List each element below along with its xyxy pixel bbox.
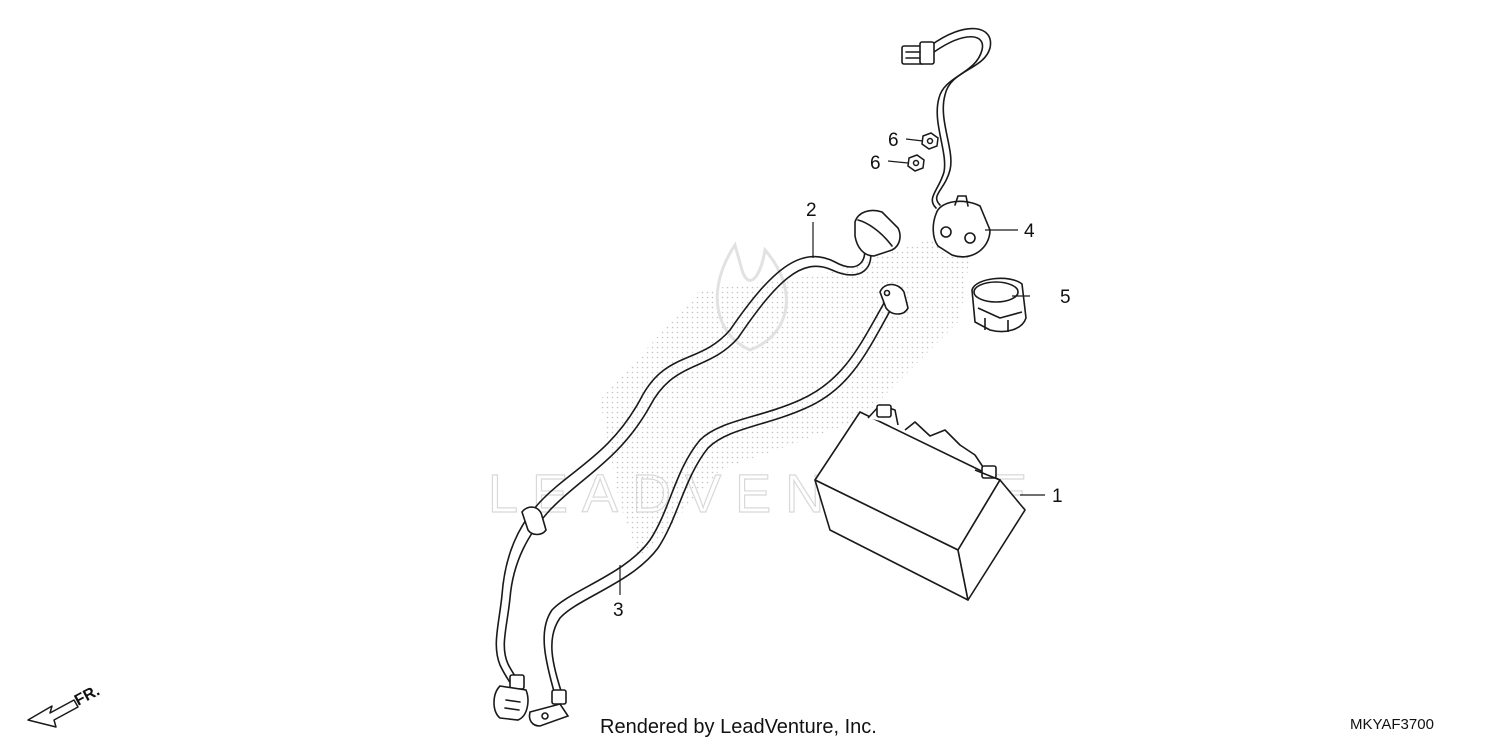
- relay-cover: [971, 277, 1027, 333]
- callout-nut-lower: 6: [870, 153, 881, 174]
- nut-lower: [907, 154, 925, 172]
- starter-relay: [901, 27, 992, 258]
- callout-nut-upper: 6: [888, 130, 899, 151]
- diagram-code: MKYAF3700: [1350, 716, 1434, 733]
- callout-negative-cable: 3: [613, 600, 624, 621]
- leader-lines: [619, 138, 1045, 595]
- front-direction-arrow-icon: FR.: [27, 682, 103, 728]
- battery: [814, 404, 1026, 601]
- callout-battery: 1: [1052, 486, 1063, 507]
- nut-upper: [921, 132, 939, 150]
- negative-cable: [528, 283, 909, 727]
- credit-text: Rendered by LeadVenture, Inc.: [600, 716, 877, 738]
- callout-relay-cover: 5: [1060, 287, 1071, 308]
- callout-starter-relay: 4: [1024, 221, 1035, 242]
- callout-positive-cable: 2: [806, 200, 817, 221]
